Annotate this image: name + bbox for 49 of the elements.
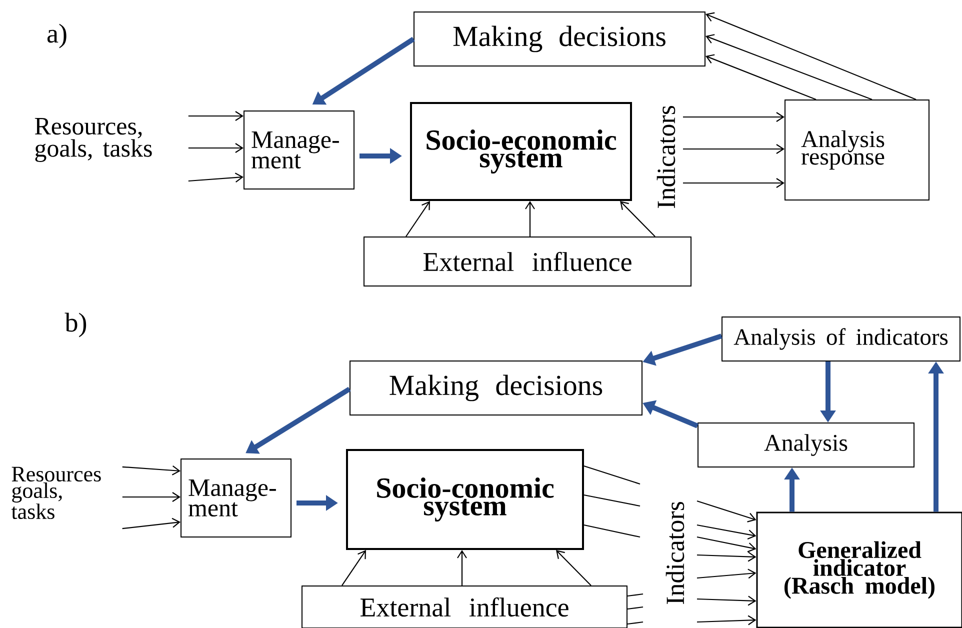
arrow [696,552,756,562]
arrow [122,466,180,476]
rotated-label: Indicators [656,106,676,208]
arrow [342,550,366,586]
process-box: External influence [302,586,628,628]
system-box: Socio-conomic system [346,449,584,550]
process-box: External influence [364,236,692,286]
line [627,606,644,610]
arrow [457,550,467,586]
arrow [188,111,244,121]
arrow [706,54,816,100]
indicator-box: Generalized indicator (Rasch model) [756,512,962,628]
arrow [406,201,430,237]
panel-label: a) [47,24,66,48]
arrow [188,143,244,153]
arrow [122,492,180,502]
arrow [696,568,756,579]
line [627,621,644,625]
line [584,465,640,485]
arrow [696,615,756,626]
arrow [696,500,756,522]
line [584,494,640,507]
process-box: Analysis response [784,100,930,200]
arrow [706,34,872,100]
arrow [696,524,756,540]
process-box: Analysis of indicators [722,316,960,362]
arrow [122,518,180,530]
arrow [525,201,535,236]
process-box: Manage- ment [244,110,354,190]
system-box: Socio-economic system [410,102,632,201]
arrow [556,550,592,586]
arrow [683,178,784,188]
arrow [706,12,916,100]
arrow [696,536,756,552]
arrow [696,596,756,606]
line [584,524,640,538]
input-text: Resources goals, tasks [11,466,101,520]
input-text: Resources, goals, tasks [34,118,152,162]
arrow [620,201,656,237]
process-box: Manage- ment [180,458,292,538]
arrow [683,112,784,122]
process-box: Making decisions [350,360,642,416]
process-box: Analysis [698,422,914,468]
process-box: Making decisions [414,12,706,66]
rotated-label: Indicators [666,502,684,604]
panel-label: b) [64,312,86,338]
line [627,593,644,597]
arrow [188,172,244,182]
arrow [683,144,784,154]
